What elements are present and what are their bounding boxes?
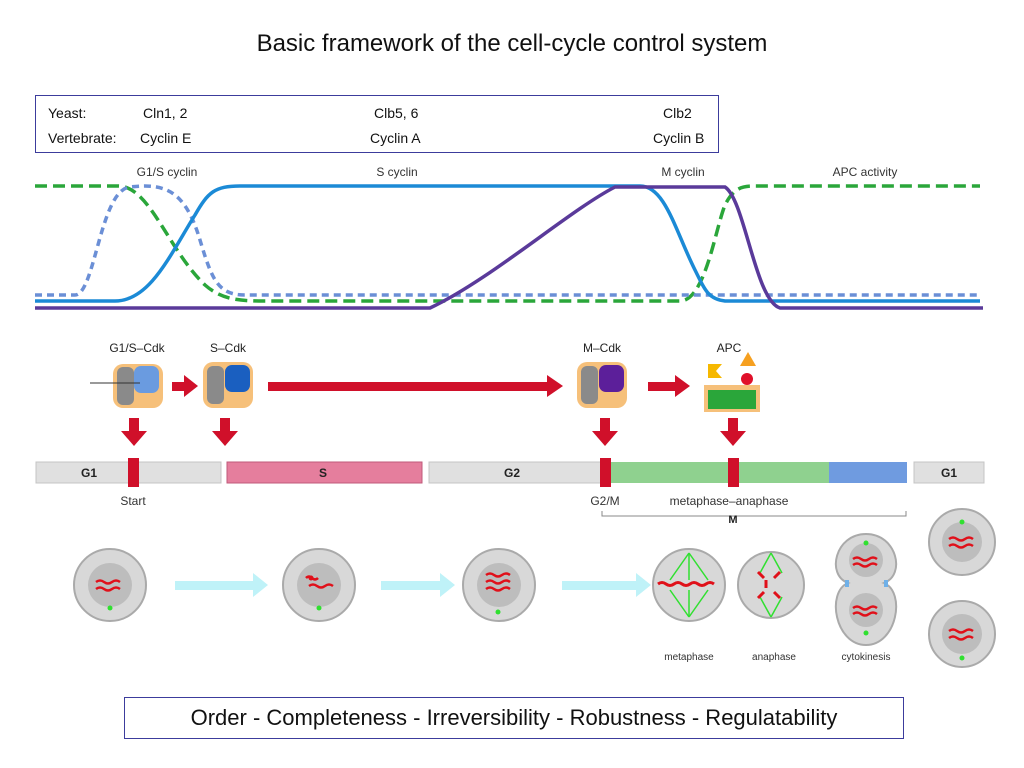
m-cdk-complex-icon [577, 362, 627, 408]
vertebrate-s-cyclin: Cyclin A [370, 130, 421, 146]
phase-bar-g1-next [913, 461, 985, 484]
phase-bar-cytokinesis [829, 462, 907, 483]
g1-cell [73, 548, 147, 622]
apc-activity-curve [35, 184, 980, 303]
g1s-cyclin-curve [35, 184, 980, 297]
vertebrate-m-cyclin: Cyclin B [653, 130, 705, 146]
curve-label-apc: APC activity [833, 165, 898, 179]
slide-title: Basic framework of the cell-cycle contro… [256, 30, 768, 57]
arrow-cell-2-to-3 [381, 573, 455, 597]
arrow-m-to-apc [648, 375, 690, 397]
down-arrow-g2m [592, 418, 618, 446]
stage-label-metaphase: metaphase [664, 652, 714, 663]
checkpoint-g2m-marker [600, 458, 611, 487]
daughter-cell-top [928, 508, 996, 576]
curve-label-s: S cyclin [376, 165, 417, 179]
checkpoint-start-marker [128, 458, 139, 487]
phase-label-g1: G1 [81, 466, 97, 480]
yeast-g1s-cyclin: Cln1, 2 [143, 105, 188, 121]
g1s-cdk-complex-icon [90, 364, 163, 408]
m-cyclin-curve [35, 185, 983, 310]
checkpoint-label-g2m: G2/M [590, 494, 619, 508]
daughter-cell-bottom [928, 600, 996, 668]
stage-label-anaphase: anaphase [752, 652, 796, 663]
g2-cell [462, 548, 536, 622]
complex-label-g1s-cdk: G1/S–Cdk [109, 341, 165, 355]
cyclin-table: Yeast: Cln1, 2 Clb5, 6 Clb2 Vertebrate: … [35, 95, 719, 153]
s-cyclin-curve [35, 184, 980, 303]
yeast-label: Yeast: [48, 105, 87, 121]
phase-label-s: S [319, 466, 327, 480]
phase-bar-mitosis [609, 462, 829, 483]
phase-label-g1-next: G1 [941, 466, 957, 480]
m-phase-label: M [728, 514, 737, 526]
yeast-m-cyclin: Clb2 [663, 105, 692, 121]
down-arrow-s [212, 418, 238, 446]
checkpoint-meta-ana-marker [728, 458, 739, 487]
arrow-cell-1-to-2 [175, 573, 268, 597]
m-phase-bracket [601, 511, 907, 517]
curve-label-m: M cyclin [661, 165, 704, 179]
yeast-s-cyclin: Clb5, 6 [374, 105, 419, 121]
arrow-g1s-to-s [172, 375, 198, 397]
properties-summary: Order - Completeness - Irreversibility -… [124, 697, 904, 739]
phase-label-g2: G2 [504, 466, 520, 480]
down-arrow-start [121, 418, 147, 446]
complex-label-s-cdk: S–Cdk [210, 341, 247, 355]
complex-label-m-cdk: M–Cdk [583, 341, 622, 355]
s-cdk-complex-icon [203, 362, 253, 408]
stage-label-cytokinesis: cytokinesis [842, 652, 891, 663]
complex-label-apc: APC [717, 341, 742, 355]
apc-complex-icon [704, 352, 760, 412]
down-arrow-meta-ana [720, 418, 746, 446]
checkpoint-label-start: Start [120, 494, 146, 508]
s-phase-cell [282, 548, 356, 622]
curve-label-g1s: G1/S cyclin [137, 165, 198, 179]
arrow-s-to-m [268, 375, 563, 397]
arrow-cell-3-to-4 [562, 573, 651, 597]
phase-bar-s [226, 461, 423, 484]
anaphase-cell [737, 551, 805, 619]
vertebrate-label: Vertebrate: [48, 130, 117, 146]
cytokinesis-cell [834, 532, 898, 647]
metaphase-cell [652, 548, 726, 622]
checkpoint-label-meta-ana: metaphase–anaphase [670, 494, 789, 508]
vertebrate-g1s-cyclin: Cyclin E [140, 130, 192, 146]
